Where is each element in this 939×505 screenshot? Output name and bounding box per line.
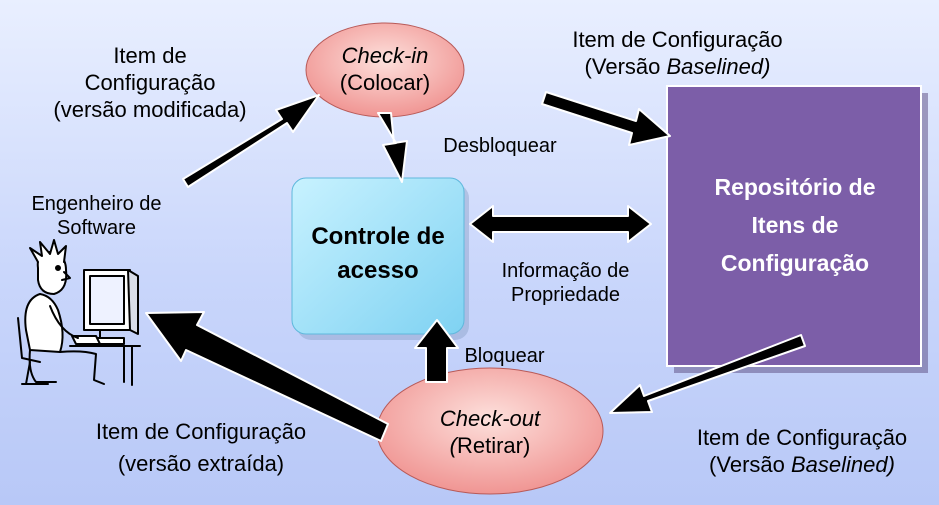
- repository-label: Repositório de Itens de Configuração: [668, 168, 922, 282]
- label-baselined-bottom: Item de Configuração (Versão Baselined): [668, 424, 936, 478]
- extracted-line1: Item de Configuração: [95, 419, 307, 444]
- baselined-top-prefix: (Versão: [584, 54, 667, 79]
- baselined-top-line1: Item de Configuração: [572, 27, 783, 52]
- software-engineer-icon: [17, 239, 141, 386]
- checkout-label: Check-out (Retirar): [375, 405, 605, 459]
- engineer-line1: Engenheiro de: [31, 193, 162, 215]
- label-modified-item: Item de Configuração (versão modificada): [20, 42, 280, 123]
- checkout-title: Check-out: [439, 406, 541, 431]
- label-engineer: Engenheiro de Software: [4, 192, 189, 240]
- label-desbloquear: Desbloquear: [443, 135, 557, 157]
- modified-line3: (versão modificada): [53, 97, 247, 122]
- repository-box: [666, 85, 922, 367]
- label-propriedade: Informação de Propriedade: [478, 259, 653, 307]
- propriedade-line2: Propriedade: [511, 284, 620, 306]
- modified-line2: Configuração: [84, 70, 216, 95]
- label-baselined-top: Item de Configuração (Versão Baselined): [540, 26, 815, 80]
- repository-line1: Repositório de: [714, 174, 876, 200]
- arrow-bidirectional: [469, 205, 652, 243]
- modified-line1: Item de: [113, 43, 187, 68]
- label-extracted-item: Item de Configuração (versão extraída): [66, 418, 336, 477]
- arrow-to-repository: [541, 91, 671, 146]
- arrow-desbloquear: [377, 112, 408, 183]
- arrow-bloquear: [414, 319, 459, 383]
- access-control-label: Controle de acesso: [292, 220, 464, 288]
- engineer-line2: Software: [57, 217, 136, 239]
- baselined-bottom-line1: Item de Configuração: [696, 425, 908, 450]
- baselined-bottom-prefix: (Versão: [709, 452, 791, 477]
- extracted-line2: (versão extraída): [117, 451, 285, 476]
- checkin-label: Check-in (Colocar): [305, 42, 465, 96]
- access-control-box: [291, 177, 465, 335]
- baselined-bottom-line2: (Versão Baselined): [668, 451, 936, 478]
- label-bloquear: Bloquear: [464, 345, 545, 367]
- propriedade-line1: Informação de: [501, 260, 630, 282]
- checkin-subtitle: (Colocar): [339, 70, 431, 95]
- checkout-subtitle: (Retirar): [375, 432, 605, 459]
- baselined-top-italic: Baselined): [666, 54, 771, 79]
- checkout-subtitle-text: Retirar): [456, 433, 531, 458]
- baselined-bottom-italic: Baselined): [790, 452, 895, 477]
- access-line2: acesso: [337, 257, 419, 284]
- repository-line3: Configuração: [720, 250, 870, 276]
- checkout-subtitle-paren: (: [449, 433, 457, 458]
- arrow-to-checkout: [609, 334, 806, 414]
- checkin-title: Check-in: [341, 43, 429, 68]
- arrow-to-checkin: [182, 94, 320, 188]
- arrow-to-engineer: [145, 311, 389, 442]
- access-line1: Controle de: [311, 223, 445, 250]
- baselined-top-line2: (Versão Baselined): [540, 53, 815, 80]
- repository-line2: Itens de: [751, 212, 839, 238]
